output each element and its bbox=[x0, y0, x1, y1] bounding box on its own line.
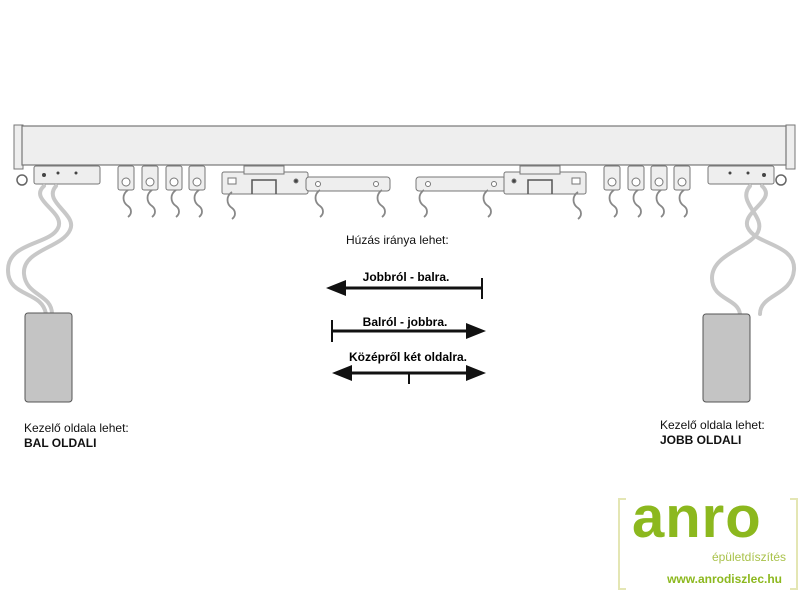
right-end-bracket bbox=[707, 165, 775, 185]
control-cords bbox=[5, 184, 797, 316]
arrow-left-to-right bbox=[331, 320, 486, 342]
arrow-right-to-left bbox=[326, 278, 483, 299]
anro-logo: anro épületdíszítés www.anrodiszlec.hu bbox=[618, 485, 800, 593]
logo-bracket-right bbox=[790, 498, 798, 590]
right-gliders bbox=[603, 165, 691, 191]
arrow-label-right-to-left: Jobbról - balra. bbox=[362, 270, 450, 284]
arrow-label-center-both: Középről két oldalra. bbox=[348, 350, 468, 364]
logo-tagline: épületdíszítés bbox=[711, 550, 786, 564]
direction-title: Húzás iránya lehet: bbox=[346, 233, 449, 247]
right-cord-weight bbox=[702, 313, 751, 403]
left-side-caption: Kezelő oldala lehet: bbox=[24, 421, 129, 435]
left-end-bracket bbox=[33, 165, 101, 185]
left-cord-weight bbox=[24, 312, 73, 403]
logo-wordmark: anro bbox=[632, 485, 762, 550]
right-side-caption: Kezelő oldala lehet: bbox=[660, 418, 765, 432]
curtain-hooks bbox=[122, 189, 688, 220]
left-gliders bbox=[117, 165, 206, 191]
arrow-center-both-sides bbox=[332, 365, 486, 384]
right-master-carrier bbox=[415, 165, 587, 195]
left-master-carrier bbox=[221, 165, 391, 195]
curtain-rail bbox=[13, 124, 796, 186]
logo-url: www.anrodiszlec.hu bbox=[667, 572, 782, 586]
arrow-label-left-to-right: Balról - jobbra. bbox=[362, 315, 448, 329]
logo-bracket-left bbox=[618, 498, 626, 590]
left-side-value: BAL OLDALI bbox=[24, 436, 97, 450]
right-side-value: JOBB OLDALI bbox=[660, 433, 742, 447]
